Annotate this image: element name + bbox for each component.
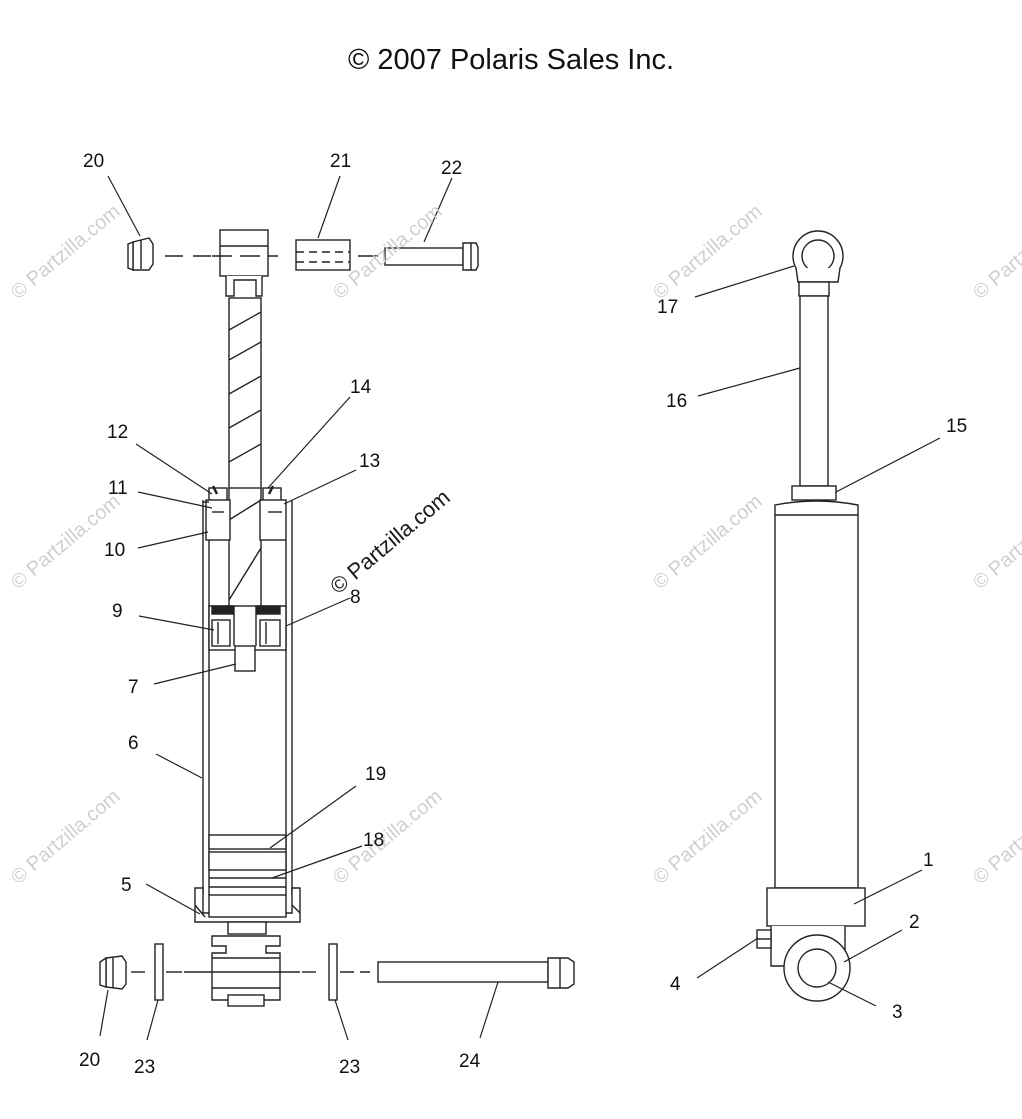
callout-11: 11 — [108, 478, 128, 499]
part-22-bolt — [384, 242, 479, 271]
watermarks: © Partzilla.com © Partzilla.com © Partzi… — [7, 200, 1022, 888]
copyright-notice: © 2007 Polaris Sales Inc. — [347, 44, 675, 76]
callout-14: 14 — [350, 377, 372, 398]
watermark-text: © Partzilla.com — [649, 490, 766, 593]
callout-12: 12 — [107, 422, 128, 443]
callout-6: 6 — [128, 733, 139, 754]
callout-7: 7 — [128, 677, 139, 698]
callouts: 20 21 22 14 12 13 11 10 8 9 7 6 19 18 5 … — [79, 151, 967, 1078]
callout-17: 17 — [657, 297, 678, 318]
watermark-text: © Partzilla.com — [969, 785, 1022, 888]
callout-4: 4 — [670, 974, 681, 995]
watermark-text: © Partzilla.com — [7, 200, 124, 303]
part-23-washer-left — [154, 943, 164, 1001]
part-20-bottom-nut — [99, 955, 127, 990]
watermark-text: © Partzilla.com — [969, 490, 1022, 593]
watermark-text: © Partzilla.com — [649, 785, 766, 888]
callout-13: 13 — [359, 451, 380, 472]
callout-22: 22 — [441, 158, 462, 179]
part-21-bushing — [295, 239, 351, 271]
callout-20-bottom: 20 — [79, 1050, 100, 1071]
callout-19: 19 — [365, 764, 386, 785]
watermark-text: © Partzilla.com — [329, 785, 446, 888]
callout-16: 16 — [666, 391, 687, 412]
part-20-top-nut — [127, 237, 154, 272]
leader-lines — [99, 175, 941, 1041]
callout-2: 2 — [909, 912, 920, 933]
watermark-text: © Partzilla.com — [649, 200, 766, 303]
callout-10: 10 — [104, 540, 125, 561]
left-shock-cutaway — [184, 229, 301, 1007]
watermark-text: © Partzilla.com — [7, 785, 124, 888]
callout-24: 24 — [459, 1051, 481, 1072]
callout-3: 3 — [892, 1002, 903, 1023]
part-24-bolt — [377, 957, 575, 989]
callout-20: 20 — [83, 151, 104, 172]
callout-23-right: 23 — [339, 1057, 360, 1078]
callout-8: 8 — [350, 587, 361, 608]
callout-1: 1 — [923, 850, 934, 871]
part-23-washer-right — [328, 943, 338, 1001]
callout-5: 5 — [121, 875, 132, 896]
callout-18: 18 — [363, 830, 384, 851]
watermark-center: © Partzilla.com — [325, 484, 455, 598]
callout-21: 21 — [330, 151, 351, 172]
callout-23-left: 23 — [134, 1057, 155, 1078]
watermark-text: © Partzilla.com — [969, 200, 1022, 303]
callout-15: 15 — [946, 416, 967, 437]
callout-9: 9 — [112, 601, 123, 622]
right-shock-assembled — [756, 230, 866, 1002]
